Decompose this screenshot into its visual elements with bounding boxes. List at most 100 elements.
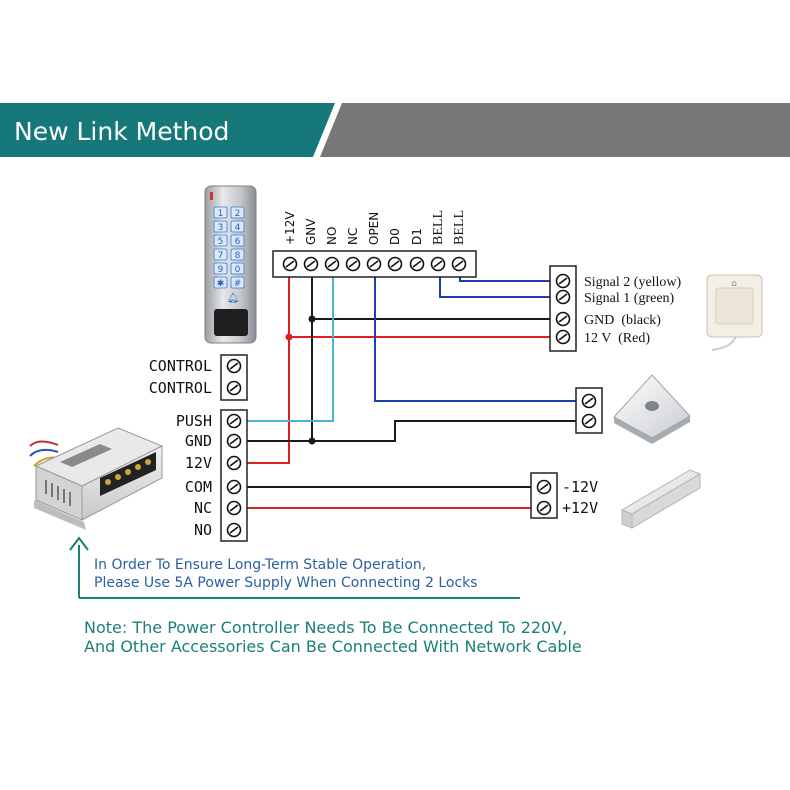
keypad-key: 8 (230, 248, 245, 261)
terminal-screw (226, 433, 242, 449)
main-note: Note: The Power Controller Needs To Be C… (84, 618, 582, 656)
doorbell-terminal-labels: Signal 2 (yellow)Signal 1 (green) GND (bl… (584, 275, 682, 346)
keypad-key-label: ✱ (217, 279, 225, 289)
terminal-screw (555, 311, 571, 327)
exit-button-terminal-block (575, 387, 603, 434)
top-terminal-label: D0 (388, 228, 402, 245)
banner-gray-band (310, 103, 790, 157)
controller-vents (45, 480, 71, 506)
terminal-screw (226, 380, 242, 396)
doorbell-speaker (715, 287, 754, 325)
terminal-screw (555, 273, 571, 289)
keypad-key-label: 6 (235, 237, 241, 247)
terminal-screw (226, 455, 242, 471)
main-terminal-label: 12V (185, 454, 212, 472)
terminal-screw (226, 413, 242, 429)
terminal-screw (345, 256, 361, 272)
top-terminal-label: GNV (304, 218, 318, 245)
keypad-key: 5 (213, 234, 228, 247)
terminal-screw (536, 500, 552, 516)
exit-terminal-screws (581, 393, 597, 429)
keypad-key-label: 7 (218, 251, 224, 261)
lock-terminal-screws (536, 479, 552, 516)
terminal-screw (226, 479, 242, 495)
main-terminal-label: COM (185, 478, 212, 496)
exit-button-cap (645, 401, 659, 411)
terminal-screw (324, 256, 340, 272)
keypad-key: 3 (213, 220, 228, 233)
control-terminal-labels: CONTROL CONTROL (149, 357, 212, 397)
top-terminal-label: BELL (452, 210, 467, 245)
controller-cable (29, 448, 59, 457)
terminal-screw (430, 256, 446, 272)
terminal-screw (555, 329, 571, 345)
maglock-side (631, 473, 701, 529)
bell-icon: ⌂ (731, 279, 737, 289)
main-note-line-2: And Other Accessories Can Be Connected W… (84, 637, 582, 656)
keypad-key-label: # (234, 279, 242, 289)
keypad-key: # (230, 276, 245, 289)
keypad-key-label: 2 (235, 209, 241, 219)
doorbell-terminal-label: Signal 2 (yellow) (584, 275, 682, 290)
main-terminal-strip (220, 409, 248, 542)
terminal-screw (451, 256, 467, 272)
main-terminal-label: NC (194, 499, 212, 517)
lock-terminal-label: +12V (562, 499, 598, 517)
control-terminal-label: CONTROL (149, 357, 212, 375)
power-supply-note: In Order To Ensure Long-Term Stable Oper… (69, 536, 520, 599)
wire-exit-gnd (312, 420, 588, 442)
wire-bell-signal1 (439, 272, 568, 298)
banner-white-stripe (313, 103, 342, 157)
terminal-screw (226, 500, 242, 516)
terminal-screw (581, 393, 597, 409)
header-banner: New Link Method (0, 103, 790, 157)
reader-led (210, 192, 213, 200)
keypad-key-label: 0 (235, 265, 241, 275)
power-note-line-2: Please Use 5A Power Supply When Connecti… (94, 575, 478, 591)
power-controller (29, 427, 164, 530)
doorbell-terminal-label: GND (black) (584, 313, 661, 328)
terminal-screw (282, 256, 298, 272)
keypad-key: 7 (213, 248, 228, 261)
controller-label (60, 444, 112, 467)
top-terminal-label: NC (346, 228, 360, 245)
doorbell-terminal-block: Signal 2 (yellow)Signal 1 (green) GND (bl… (549, 265, 682, 352)
top-terminal-label: D1 (410, 228, 424, 245)
keypad-key: 9 (213, 262, 228, 275)
control-terminal-label: CONTROL (149, 379, 212, 397)
keypad-key-label: 9 (218, 265, 224, 275)
note-arrow-head (69, 536, 89, 551)
main-terminal-label: NO (194, 521, 212, 539)
lock-terminal-labels: -12V +12V (562, 478, 598, 517)
controller-screws (105, 459, 151, 485)
keypad-key-label: 8 (235, 251, 241, 261)
power-note-line-1: In Order To Ensure Long-Term Stable Oper… (94, 557, 426, 573)
keypad-key: 6 (230, 234, 245, 247)
doorbell-terminal-label: 12 V (Red) (584, 331, 650, 346)
junction-dot (308, 315, 316, 323)
lock-terminal-label: -12V (562, 478, 598, 496)
doorbell-device: ⌂ (706, 274, 763, 351)
junction-dot (308, 437, 316, 445)
banner-teal-band (0, 103, 335, 157)
keypad-key: 4 (230, 220, 245, 233)
top-terminal-label: BELL (431, 210, 446, 245)
exit-button-device (613, 374, 691, 444)
keypad-key-label: 4 (235, 223, 241, 233)
keypad-key-label: 1 (218, 209, 224, 219)
terminal-screw (555, 289, 571, 305)
reader-card-area (214, 309, 248, 336)
keypad-key: 2 (230, 206, 245, 219)
main-terminal-label: GND (185, 432, 212, 450)
doorbell-terminal-label: Signal 1 (green) (584, 291, 675, 306)
junction-dot (285, 333, 293, 341)
wire-push-lightblue (236, 272, 334, 422)
terminal-screw (536, 479, 552, 495)
